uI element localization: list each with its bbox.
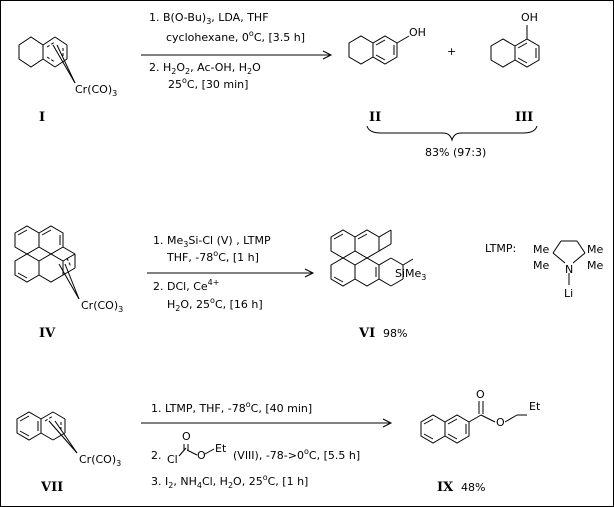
ltmp-me-1: Me <box>533 243 549 256</box>
r2-step2-line2: H2O, 25oC, [16 h] <box>167 296 263 313</box>
r1-step2-line2: 25oC, [30 min] <box>168 76 248 91</box>
ltmp-me-3: Me <box>533 259 549 272</box>
label-ix: IX <box>437 480 454 495</box>
plus-sign: + <box>447 45 456 58</box>
ltmp-n: N <box>565 263 573 276</box>
r3-step2-prefix: 2. <box>151 449 162 462</box>
compound-iv <box>14 225 80 300</box>
ix-o-carbonyl: O <box>476 388 485 401</box>
yield-ii-iii: 83% (97:3) <box>425 146 486 159</box>
ltmp-label: LTMP: <box>485 242 516 255</box>
label-i: I <box>39 110 45 125</box>
ix-et: Et <box>529 400 541 413</box>
ltmp-me-2: Me <box>587 243 603 256</box>
sime3: SiMe3 <box>395 267 426 282</box>
r2-step1-line1: 1. Me3Si-Cl (V) , LTMP <box>153 234 271 249</box>
cr-co3-i: Cr(CO)3 <box>75 83 117 98</box>
cr-co3-vii: Cr(CO)3 <box>79 453 121 468</box>
chloroformate-o-carbonyl: O <box>182 430 191 443</box>
r1-step1-line1: 1. B(O-Bu)3, LDA, THF <box>149 11 269 26</box>
chloroformate-cl: Cl <box>167 453 178 466</box>
ltmp-structure <box>552 240 586 285</box>
arrow-1 <box>141 50 333 60</box>
r1-step2-line1: 2. H2O2, Ac-OH, H2O <box>149 61 261 76</box>
r3-step2-rest: (VIII), -78->0oC, [5.5 h] <box>233 447 360 462</box>
compound-vi <box>330 229 414 287</box>
oh-ii: OH <box>409 26 426 39</box>
cr-co3-iv: Cr(CO)3 <box>81 299 123 314</box>
ix-o-ester: O <box>496 416 505 429</box>
yield-ix: 48% <box>461 481 485 494</box>
ltmp-li: Li <box>564 287 573 300</box>
yield-brace <box>366 125 538 142</box>
arrow-2 <box>147 268 315 278</box>
compound-vii <box>16 411 78 454</box>
ltmp-me-4: Me <box>587 259 603 272</box>
label-vii: VII <box>40 480 63 495</box>
label-ii: II <box>369 110 381 125</box>
r1-step1-line2: cyclohexane, 0oC, [3.5 h] <box>166 29 305 44</box>
oh-iii: OH <box>521 11 538 24</box>
r2-step1-line2: THF, -78oC, [1 h] <box>166 249 259 264</box>
arrow-3 <box>141 418 393 428</box>
r3-step3: 3. I2, NH4Cl, H2O, 25oC, [1 h] <box>151 473 308 490</box>
label-iii: III <box>515 110 533 125</box>
r3-step1: 1. LTMP, THF, -78oC, [40 min] <box>151 400 312 415</box>
compound-i <box>18 36 76 84</box>
compound-ii <box>348 35 410 65</box>
chloroformate-o-ester: O <box>197 449 206 462</box>
compound-ix <box>420 401 527 444</box>
compound-iii <box>490 25 540 68</box>
chloroformate-bonds <box>178 444 215 457</box>
chloroformate-et: Et <box>215 442 227 455</box>
r2-step2-line1: 2. DCl, Ce4+ <box>153 278 219 293</box>
label-iv: IV <box>39 326 56 341</box>
yield-vi: 98% <box>383 327 407 340</box>
label-vi: VI <box>358 326 375 341</box>
